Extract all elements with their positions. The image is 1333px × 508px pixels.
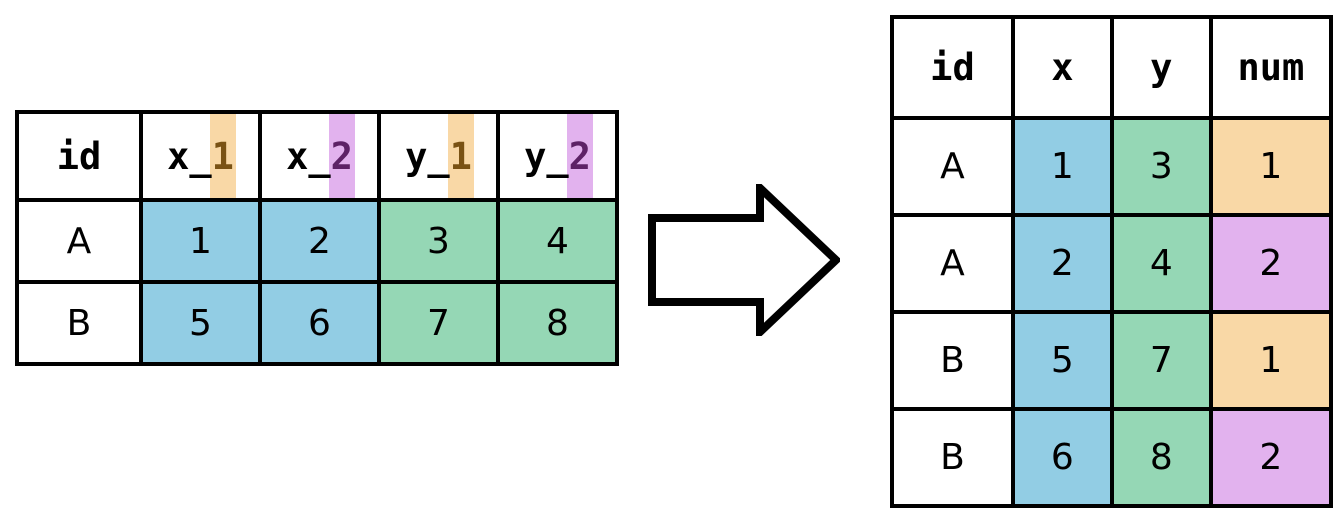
table-cell: 3 [377, 198, 500, 284]
column-name-stem: y_ [524, 134, 569, 178]
table-cell: 6 [1010, 407, 1114, 508]
table-cell: 5 [1010, 310, 1114, 411]
wide-header-cell-y_2: y_2 [496, 110, 619, 202]
column-name-suffix: 2 [330, 134, 353, 178]
table-cell: 1 [1010, 116, 1114, 217]
table-cell: 4 [1109, 213, 1213, 314]
table-cell: A [890, 116, 1015, 217]
column-name: y_1 [383, 116, 494, 196]
column-name-suffix: 1 [211, 134, 234, 178]
table-cell: B [890, 407, 1015, 508]
column-name-stem: x_ [167, 134, 212, 178]
long-header-cell-id: id [890, 15, 1015, 120]
table-cell: 8 [496, 280, 619, 366]
column-name-stem: id [56, 134, 102, 178]
table-cell: 2 [1208, 407, 1333, 508]
long-header-cell-y: y [1109, 15, 1213, 120]
table-cell: A [890, 213, 1015, 314]
arrow-polygon [648, 184, 840, 336]
wide-header-cell-x_2: x_2 [258, 110, 381, 202]
table-cell: 1 [1208, 116, 1333, 217]
long-header-cell-x: x [1010, 15, 1114, 120]
column-name-suffix: 1 [449, 134, 472, 178]
table-cell: A [15, 198, 143, 284]
table-cell: 2 [258, 198, 381, 284]
table-cell: 1 [1208, 310, 1333, 411]
column-name-stem: y_ [405, 134, 450, 178]
arrow-right-icon [648, 184, 840, 336]
table-cell: 3 [1109, 116, 1213, 217]
column-name: x_2 [264, 116, 375, 196]
suffix-highlight-band-orange [209, 116, 236, 196]
column-name-stem: x_ [286, 134, 331, 178]
table-cell: B [890, 310, 1015, 411]
wide-header-cell-y_1: y_1 [377, 110, 500, 202]
arrow-right-glyph [648, 184, 840, 336]
wide-header-cell-x_1: x_1 [139, 110, 262, 202]
column-name: x_1 [145, 116, 256, 196]
column-name: id [21, 116, 137, 196]
table-cell: 4 [496, 198, 619, 284]
table-cell: B [15, 280, 143, 366]
table-cell: 6 [258, 280, 381, 366]
table-cell: 2 [1010, 213, 1114, 314]
long-header-cell-num: num [1208, 15, 1333, 120]
suffix-highlight-band-purple [328, 116, 355, 196]
suffix-highlight-band-purple [566, 116, 593, 196]
table-cell: 2 [1208, 213, 1333, 314]
suffix-highlight-band-orange [447, 116, 474, 196]
table-cell: 1 [139, 198, 262, 284]
table-cell: 8 [1109, 407, 1213, 508]
wide-header-cell-id: id [15, 110, 143, 202]
table-cell: 7 [377, 280, 500, 366]
table-cell: 5 [139, 280, 262, 366]
table-cell: 7 [1109, 310, 1213, 411]
column-name-suffix: 2 [568, 134, 591, 178]
column-name: y_2 [502, 116, 613, 196]
